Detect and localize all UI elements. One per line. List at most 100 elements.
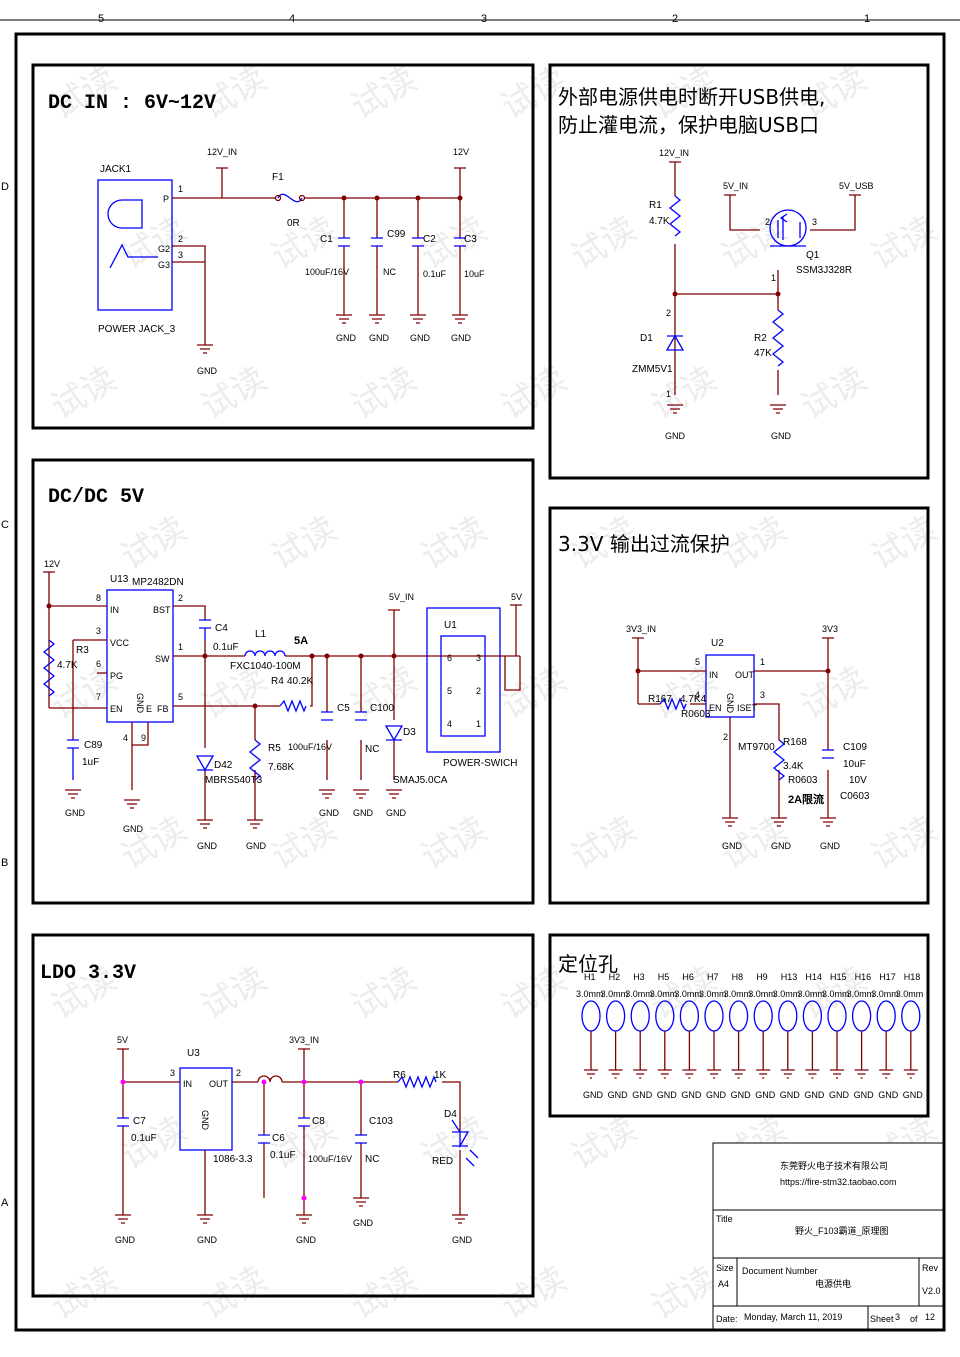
watermark-text: 试读 bbox=[865, 809, 944, 878]
hole-size: 3.0mm bbox=[896, 989, 924, 999]
cap-ref: C99 bbox=[387, 229, 406, 240]
section-frame bbox=[548, 506, 930, 905]
res-value: 4.7K4 bbox=[680, 694, 707, 705]
watermark-text: 试读 bbox=[565, 209, 644, 278]
net-label: 3V3_IN bbox=[626, 624, 656, 634]
rev-label: Rev bbox=[922, 1263, 939, 1273]
cap-voltage: 10V bbox=[849, 775, 867, 786]
ic-u3 bbox=[179, 1067, 233, 1151]
ic-value: MT9700 bbox=[738, 742, 775, 753]
res-ref: R5 bbox=[268, 743, 281, 754]
gnd-label: GND bbox=[197, 366, 218, 376]
watermark-text: 试读 bbox=[345, 59, 424, 128]
section-title: 3.3V 输出过流保护 bbox=[558, 532, 730, 556]
mounting-hole bbox=[605, 1000, 626, 1032]
net-label: 12V bbox=[453, 147, 469, 157]
hole-ref: H3 bbox=[633, 972, 645, 982]
mounting-hole bbox=[851, 1000, 872, 1032]
cap-value: 100uF/16V bbox=[305, 267, 349, 277]
cap-ref: C103 bbox=[369, 1116, 393, 1127]
ground-symbol bbox=[197, 1214, 213, 1224]
section-title: 定位孔 bbox=[558, 952, 618, 976]
cap-value: 0.1uF bbox=[213, 642, 239, 653]
sheet-value: 3 bbox=[895, 1312, 900, 1322]
hole-size: 3.0mm bbox=[601, 989, 629, 999]
diode-ref: D3 bbox=[403, 727, 416, 738]
col-marker: 2 bbox=[672, 13, 678, 25]
pin-num: 3 bbox=[812, 217, 817, 227]
gnd-label: GND bbox=[632, 1090, 653, 1100]
ic-ref: U13 bbox=[110, 574, 129, 585]
hole-ref: H16 bbox=[855, 972, 872, 982]
gnd-label: GND bbox=[246, 841, 267, 851]
fuse-value: 0R bbox=[287, 218, 300, 229]
cap-value: 0.1uF bbox=[270, 1150, 296, 1161]
led-value: RED bbox=[432, 1156, 453, 1167]
pin-num: 5 bbox=[178, 692, 183, 702]
docnum-label: Document Number bbox=[742, 1266, 818, 1276]
gnd-label: GND bbox=[65, 808, 86, 818]
watermark-text: 试读 bbox=[195, 1259, 274, 1328]
ic-ref: U2 bbox=[711, 638, 724, 649]
pin-num: 2 bbox=[666, 308, 671, 318]
cap-ref: C109 bbox=[843, 742, 867, 753]
hole-size: 3.0mm bbox=[748, 989, 776, 999]
net-label: 3V3 bbox=[822, 624, 838, 634]
pin-num: 6 bbox=[96, 659, 101, 669]
sheet-total: 12 bbox=[925, 1312, 935, 1322]
jack-name: POWER JACK_3 bbox=[98, 324, 176, 335]
jack-symbol bbox=[97, 179, 173, 311]
res-value: 4.7K bbox=[649, 216, 670, 227]
hole-ref: H9 bbox=[756, 972, 768, 982]
section-title: DC/DC 5V bbox=[48, 486, 144, 509]
pin-num: 3 bbox=[178, 250, 183, 260]
pin-label: GND bbox=[200, 1110, 210, 1131]
mounting-hole bbox=[581, 1000, 601, 1032]
pin-label: IN bbox=[183, 1079, 192, 1089]
ic-ref: U3 bbox=[187, 1048, 200, 1059]
res-ref: R3 bbox=[76, 645, 89, 656]
ground-symbol bbox=[197, 819, 213, 829]
capacitor-symbol bbox=[338, 237, 350, 247]
pin-label: P bbox=[163, 194, 169, 204]
gnd-label: GND bbox=[706, 1090, 727, 1100]
cap-ref: C3 bbox=[464, 234, 477, 245]
ground-symbol bbox=[410, 314, 426, 324]
net-label: 5V_IN bbox=[723, 181, 748, 191]
row-marker: B bbox=[1, 857, 8, 869]
drawing-title: 野火_F103霸道_原理图 bbox=[795, 1225, 889, 1236]
cap-ref: C8 bbox=[312, 1116, 325, 1127]
ground-symbol bbox=[770, 404, 786, 414]
gnd-label: GND bbox=[123, 824, 144, 834]
gnd-label: GND bbox=[755, 1090, 776, 1100]
pin-num: 8 bbox=[96, 593, 101, 603]
switch-value: POWER-SWICH bbox=[443, 758, 517, 769]
hole-ref: H17 bbox=[879, 972, 896, 982]
capacitor-symbol bbox=[412, 237, 424, 247]
section-mounting-holes: 定位孔 H13.0mmGNDH23.0mmGNDH33.0mmGNDH53.0m… bbox=[548, 933, 930, 1118]
fuse-ref: F1 bbox=[272, 172, 284, 183]
res-value: 3.4K bbox=[783, 761, 804, 772]
gnd-label: GND bbox=[780, 1090, 801, 1100]
gnd-label: GND bbox=[197, 841, 218, 851]
hole-ref: H6 bbox=[682, 972, 694, 982]
watermark-text: 试读 bbox=[645, 1259, 724, 1328]
row-marker: A bbox=[1, 1197, 9, 1209]
cap-value: 100uF/16V bbox=[288, 742, 332, 752]
watermark-text: 试读 bbox=[715, 209, 794, 278]
cap-ref: C89 bbox=[84, 740, 103, 751]
pin-label: G3 bbox=[158, 260, 170, 270]
net-label: 5V_USB bbox=[839, 181, 874, 191]
mounting-hole bbox=[901, 1000, 921, 1032]
section-title: DC IN : 6V~12V bbox=[48, 92, 216, 115]
pin-num: 7 bbox=[96, 692, 101, 702]
gnd-label: GND bbox=[583, 1090, 604, 1100]
section-title: LDO 3.3V bbox=[40, 962, 136, 985]
res-package: R0603 bbox=[681, 709, 711, 720]
pin-label: E bbox=[146, 704, 152, 714]
watermark-text: 试读 bbox=[795, 659, 874, 728]
pin-num: 1 bbox=[178, 184, 183, 194]
diode-value: ZMM5V1 bbox=[632, 364, 673, 375]
pin-num: 1 bbox=[771, 273, 776, 283]
